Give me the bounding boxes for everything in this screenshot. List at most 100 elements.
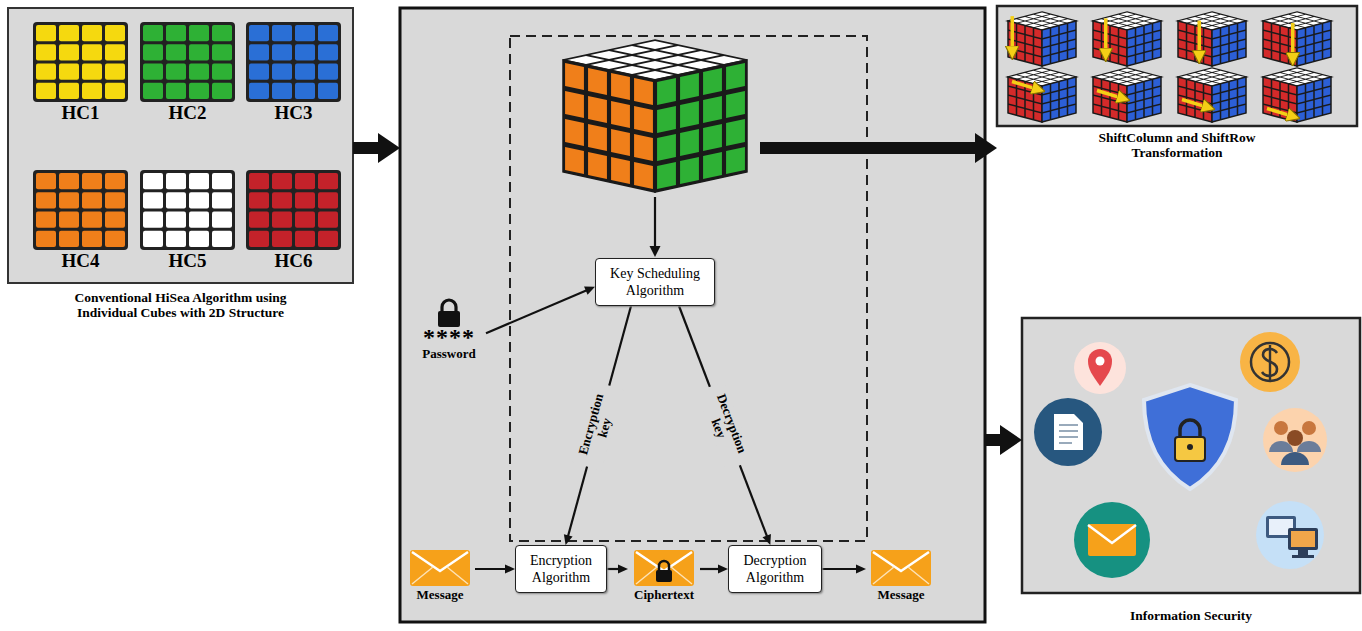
face-grid xyxy=(33,170,128,250)
rotation-cube xyxy=(1204,29,1211,38)
main-panel: ****Password Key Scheduling AlgorithmMess… xyxy=(400,8,985,622)
rotation-cube xyxy=(1017,51,1024,60)
rotation-cube xyxy=(1068,87,1075,96)
security-panel-frame xyxy=(1022,318,1360,593)
main-cube xyxy=(565,91,584,118)
rotation-cube xyxy=(1282,15,1296,19)
face-grid xyxy=(36,25,56,41)
main-cube xyxy=(636,41,674,49)
rotation-cube xyxy=(1272,51,1279,60)
node-text: Ciphertext xyxy=(628,587,700,603)
rotation-cube xyxy=(1197,75,1211,79)
face-grid xyxy=(249,231,269,247)
face-grid xyxy=(82,173,102,189)
rotation-cube xyxy=(1214,75,1228,79)
cube-label: HC2 xyxy=(140,102,235,124)
rotation-cube xyxy=(1298,56,1305,65)
rotation-cube xyxy=(1230,51,1237,60)
arrowhead xyxy=(618,565,628,574)
rotation-cube xyxy=(1221,54,1228,63)
rotation-cube xyxy=(1213,112,1220,121)
connector-arrow xyxy=(486,287,595,334)
node-text: Decryption Algorithm xyxy=(735,552,815,586)
rotation-cube xyxy=(1315,89,1322,98)
rotation-cube xyxy=(1153,22,1160,31)
rotation-cube xyxy=(1153,96,1160,105)
face-grid xyxy=(105,44,125,60)
rotation-cube xyxy=(1145,89,1152,98)
message-icon: Message xyxy=(405,549,475,603)
rotation-cube xyxy=(1035,17,1049,21)
envelope-symbol xyxy=(659,561,669,571)
mail-icon xyxy=(1074,502,1150,578)
rotation-cube xyxy=(1273,73,1287,77)
connector-arrow xyxy=(607,565,628,574)
rotation-cube xyxy=(1289,94,1296,103)
document-icon xyxy=(1059,442,1072,444)
rotation-cube xyxy=(1111,83,1118,92)
face-grid xyxy=(59,83,79,99)
connector-arrow xyxy=(353,133,400,163)
rotation-cube xyxy=(1188,73,1202,77)
rotation-cube xyxy=(1213,94,1220,103)
node-text: Key Scheduling Algorithm xyxy=(602,265,708,299)
face-grid xyxy=(36,173,56,189)
rotation-cube xyxy=(1153,40,1160,49)
lock-symbol xyxy=(438,311,460,327)
rotation-cube xyxy=(1298,29,1305,38)
face-grid xyxy=(166,212,186,228)
rotation-cube xyxy=(1178,77,1212,122)
face-grid xyxy=(166,192,186,208)
rotation-cube xyxy=(1222,73,1236,77)
main-cube xyxy=(611,129,630,156)
face-grid xyxy=(318,25,338,41)
rotation-cube xyxy=(1179,78,1186,87)
cube-face: HC5 xyxy=(140,170,235,272)
face-grid xyxy=(212,64,232,80)
main-panel-frame xyxy=(400,8,985,622)
rotation-cube xyxy=(1051,92,1058,101)
computers-icon xyxy=(1256,501,1324,569)
connector-line xyxy=(679,306,768,538)
rotation-cube xyxy=(1153,78,1160,87)
rotation-cube xyxy=(1298,103,1305,112)
rotation-cube xyxy=(1052,73,1066,77)
rotation-cube xyxy=(1043,56,1050,65)
envelope-symbol xyxy=(636,552,692,571)
rotation-cube xyxy=(1111,36,1118,45)
face-grid xyxy=(105,192,125,208)
rotation-cube xyxy=(1112,71,1126,75)
rotation-cube xyxy=(1187,107,1194,116)
rotation-cube xyxy=(1043,85,1050,94)
connector-arrow xyxy=(700,565,728,574)
document-icon xyxy=(1059,424,1078,426)
left-panel-frame xyxy=(8,8,353,283)
rotation-cube xyxy=(1017,89,1024,98)
rotation-cube xyxy=(1034,112,1041,121)
main-cube xyxy=(680,129,699,156)
rotation-cube xyxy=(1196,83,1203,92)
rotation-cube xyxy=(1204,56,1211,65)
computers-icon xyxy=(1291,531,1315,547)
rotation-cube xyxy=(1043,94,1050,103)
rotation-cube xyxy=(1272,42,1279,51)
face-grid xyxy=(82,44,102,60)
rotation-cube xyxy=(1043,38,1050,47)
face-grid xyxy=(272,212,292,228)
cube-label: HC5 xyxy=(140,250,235,272)
rotation-cube xyxy=(1012,82,1039,90)
rotation-cube xyxy=(1263,77,1297,122)
face-grid xyxy=(189,212,209,228)
password-icon: ****Password xyxy=(412,298,486,362)
rotation-cube xyxy=(1052,17,1066,21)
connector-line xyxy=(700,568,721,570)
rotation-cube xyxy=(1102,98,1109,107)
lock-symbol xyxy=(442,300,456,312)
face-grid xyxy=(246,22,341,102)
main-cube xyxy=(657,78,676,105)
rotation-cube xyxy=(1026,54,1033,63)
face-grid xyxy=(272,83,292,99)
rotation-cube xyxy=(1230,33,1237,42)
rotation-cube xyxy=(1281,54,1288,63)
rotation-cube xyxy=(1179,22,1186,31)
